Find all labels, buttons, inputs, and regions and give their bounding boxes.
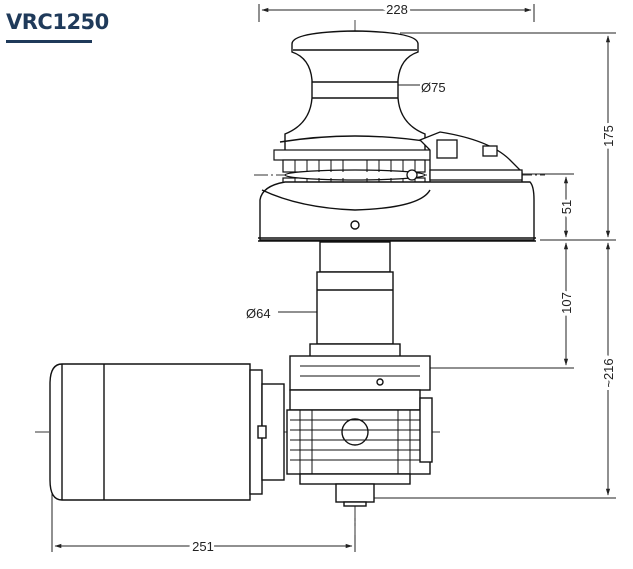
dim-total-below: ~216 bbox=[601, 358, 616, 387]
dim-shaft-diameter: Ø64 bbox=[246, 306, 271, 321]
dim-gypsy-diameter: Ø75 bbox=[421, 80, 446, 95]
dim-overall-width: 228 bbox=[386, 2, 408, 17]
model-title: VRC1250 bbox=[6, 10, 109, 34]
shaft bbox=[309, 241, 401, 359]
dim-height-top: 175 bbox=[601, 125, 616, 147]
dim-below-deck: 107 bbox=[559, 292, 574, 314]
title-underline bbox=[6, 40, 92, 43]
dim-motor-length: 251 bbox=[192, 539, 214, 554]
motor bbox=[49, 363, 285, 501]
base-housing bbox=[258, 181, 536, 242]
gearbox-fins bbox=[290, 365, 420, 474]
gypsy-head bbox=[279, 30, 431, 153]
gearbox bbox=[286, 355, 433, 507]
dim-height-base: 51 bbox=[559, 200, 574, 214]
